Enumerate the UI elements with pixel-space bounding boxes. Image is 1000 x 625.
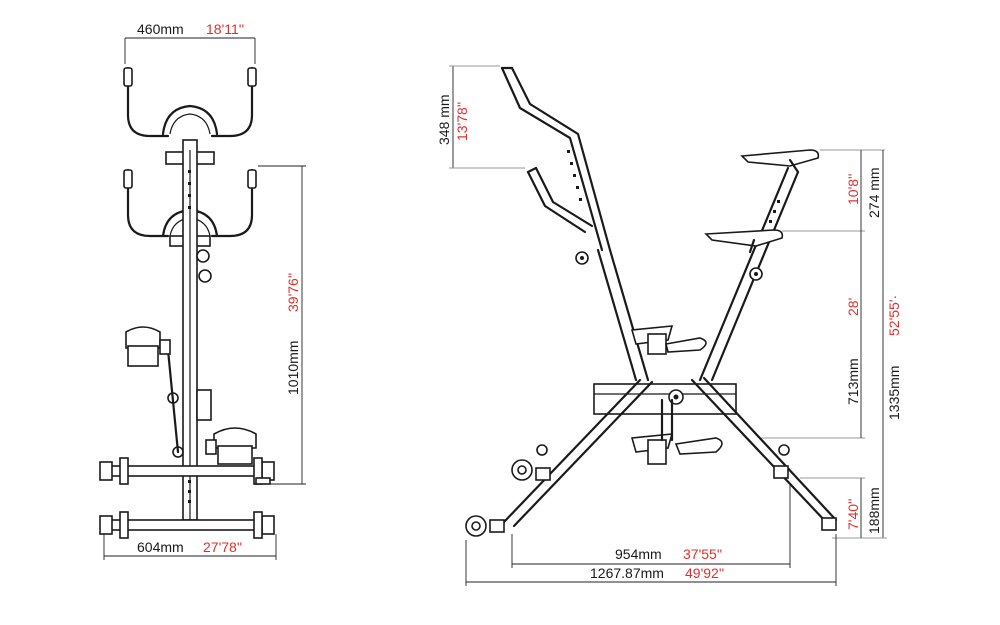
side-total-height-mm: 1335mm — [886, 366, 902, 420]
side-handlebar-lower — [526, 150, 594, 265]
side-total-length-dimension — [465, 534, 837, 586]
side-view: 348 mm 13'78'' — [436, 65, 902, 586]
side-front-column — [596, 248, 650, 382]
front-top-width-in: 18'11'' — [206, 21, 244, 37]
front-top-width-dimension — [124, 37, 256, 64]
side-frame-crossbar — [593, 383, 737, 415]
side-foot-in: 7'40'' — [845, 499, 861, 530]
front-column — [166, 139, 212, 521]
side-seat-post — [698, 166, 800, 382]
front-base-width-mm: 604mm — [137, 539, 184, 555]
front-base-width-dimension — [103, 534, 277, 560]
front-pedal-right — [205, 427, 257, 465]
side-seat-dimensions — [760, 149, 887, 539]
front-height-mm: 1010mm — [285, 341, 301, 395]
side-seat-height-in: 28' — [845, 298, 861, 316]
front-view: 460mm 18'11'' — [99, 21, 306, 560]
side-inner-base-dimension — [511, 484, 791, 568]
side-seat-lower — [704, 229, 784, 254]
side-total-height-in: 52'55'· — [886, 295, 902, 336]
front-base-upper — [99, 457, 275, 485]
front-pedal-left — [125, 326, 171, 367]
side-seat-height-mm: 713mm — [845, 358, 861, 405]
side-pedal-lower — [630, 398, 723, 465]
side-x-legs — [502, 376, 838, 528]
side-inner-base-in: 37'55'' — [683, 546, 722, 562]
front-top-width-mm: 460mm — [137, 21, 184, 37]
side-pedal-upper — [630, 325, 707, 355]
side-total-length-in: 49'92'' — [685, 565, 724, 581]
side-seat-adj-in: 10'8'' — [845, 174, 861, 205]
side-handlebar-upper — [500, 66, 612, 252]
side-handle-in: 13'78'' — [454, 102, 470, 141]
side-total-length-mm: 1267.87mm — [590, 565, 664, 581]
side-handle-mm: 348 mm — [436, 94, 452, 145]
side-feet — [465, 444, 837, 537]
side-seat-adj-mm: 274 mm — [866, 167, 882, 218]
front-height-in: 39'76'' — [285, 273, 301, 312]
side-foot-mm: 188mm — [866, 487, 882, 534]
front-base-width-in: 27'78'' — [203, 539, 242, 555]
side-handle-dimension — [449, 65, 525, 169]
side-inner-base-mm: 954mm — [615, 546, 662, 562]
front-height-dimension — [258, 165, 306, 485]
front-base-lower — [99, 511, 275, 539]
side-seat-upper — [740, 149, 820, 174]
